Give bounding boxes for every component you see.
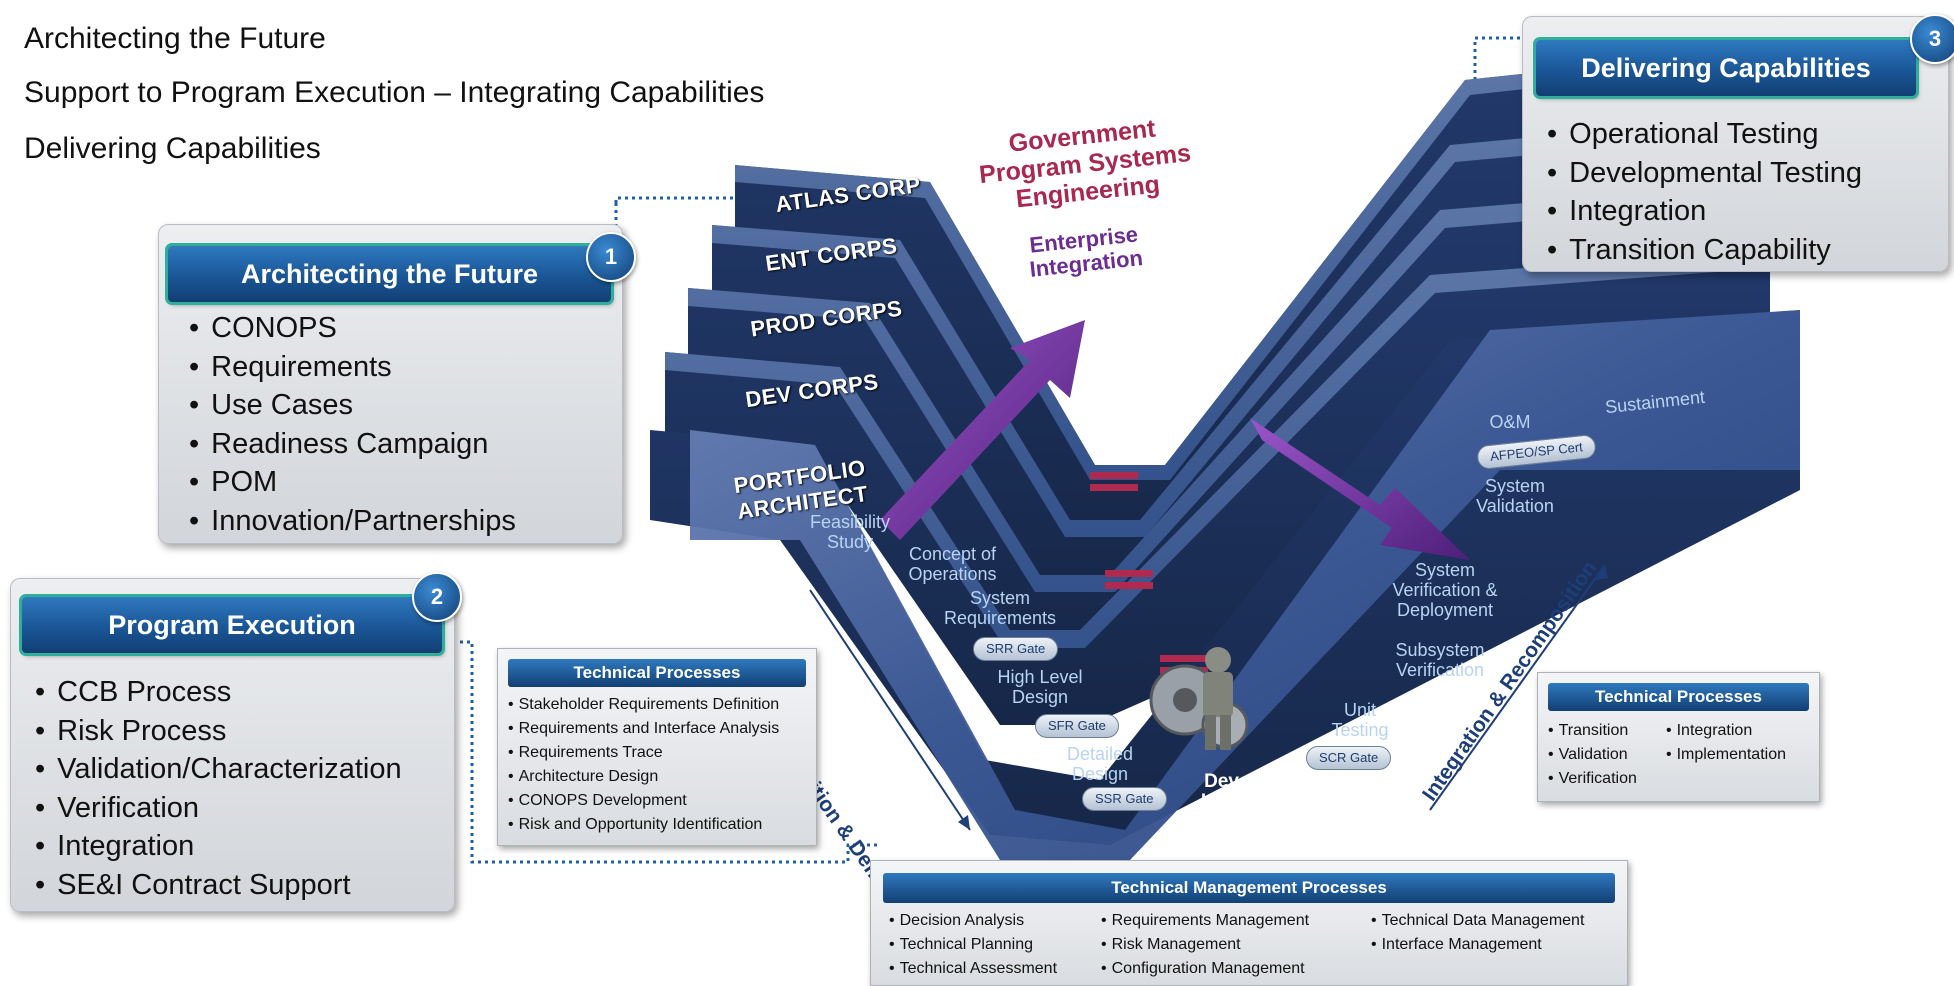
integration-axis-arrow <box>1429 564 1606 811</box>
technical-processes-left-title: Technical Processes <box>508 659 806 687</box>
intro-line-3: Delivering Capabilities <box>24 132 321 165</box>
list-item: SE&I Contract Support <box>35 866 402 905</box>
list-item: Architecture Design <box>508 765 779 789</box>
technical-management-col1: Decision Analysis Technical Planning Tec… <box>889 909 1057 981</box>
list-item: Readiness Campaign <box>189 425 516 464</box>
list-item: Integration <box>35 827 402 866</box>
list-item: Requirements Management <box>1101 909 1309 933</box>
badge-2: 2 <box>412 572 462 622</box>
list-item: Integration <box>1666 719 1786 743</box>
architecting-list: CONOPS Requirements Use Cases Readiness … <box>189 309 516 540</box>
stage-subsystem-verification: Subsystem Verification <box>1395 640 1485 680</box>
list-item: CONOPS Development <box>508 789 779 813</box>
technical-management-col3: Technical Data Management Interface Mana… <box>1371 909 1585 957</box>
soldier-icon <box>1203 647 1233 750</box>
delivering-list: Operational Testing Developmental Testin… <box>1547 115 1862 269</box>
list-item: CCB Process <box>35 673 402 712</box>
list-item: Risk Management <box>1101 933 1309 957</box>
list-item: Operational Testing <box>1547 115 1862 154</box>
list-item: Requirements and Interface Analysis <box>508 717 780 741</box>
list-item: Integration <box>1547 192 1862 231</box>
list-item: Validation/Characterization <box>35 750 401 789</box>
list-item: Risk Process <box>35 712 402 751</box>
technical-processes-right-title: Technical Processes <box>1548 683 1809 711</box>
badge-3: 3 <box>1910 14 1954 64</box>
intro-line-1: Architecting the Future <box>24 22 326 55</box>
stage-om: O&M <box>1489 412 1531 432</box>
technical-processes-right-col2: Integration Implementation <box>1666 719 1786 767</box>
intro-line-2: Support to Program Execution – Integrati… <box>24 76 765 109</box>
stage-system-verification: System Verification & Deployment <box>1392 560 1498 620</box>
gate-scr: SCR Gate <box>1306 746 1392 770</box>
delivering-header: Delivering Capabilities <box>1536 40 1916 96</box>
list-item: Innovation/Partnerships <box>189 502 516 541</box>
program-execution-header: Program Execution <box>22 597 442 653</box>
stage-developer-integration: Developer Integration <box>1200 771 1300 812</box>
integration-arrow <box>1250 418 1470 560</box>
technical-management-processes: Technical Management Processes Decision … <box>870 860 1628 986</box>
enterprise-arrow <box>880 320 1085 540</box>
list-item: Requirements <box>189 348 516 387</box>
technical-management-title: Technical Management Processes <box>883 873 1615 903</box>
list-item: Decision Analysis <box>889 909 1057 933</box>
technical-processes-left-list: Stakeholder Requirements Definition Requ… <box>508 693 780 837</box>
list-item: Transition <box>1548 719 1637 743</box>
list-item: Use Cases <box>189 386 516 425</box>
stage-system-requirements: System Requirements <box>943 588 1057 628</box>
badge-1: 1 <box>586 232 636 282</box>
architecting-header: Architecting the Future <box>168 246 611 302</box>
stage-conops: Concept of Operations <box>908 544 997 584</box>
list-item: Interface Management <box>1371 933 1584 957</box>
list-item: Technical Planning <box>889 933 1057 957</box>
list-item: Validation <box>1548 743 1637 767</box>
stage-unit-testing: Unit Testing <box>1331 700 1389 740</box>
stage-system-validation: System Validation <box>1476 476 1554 516</box>
stage-feasibility: Feasibility Study <box>809 512 891 552</box>
list-item: Verification <box>1548 767 1637 791</box>
list-item: Stakeholder Requirements Definition <box>508 693 780 717</box>
list-item: POM <box>189 463 516 502</box>
technical-processes-left: Technical Processes Stakeholder Requirem… <box>497 648 817 846</box>
list-item: Developmental Testing <box>1547 154 1862 193</box>
list-item: CONOPS <box>189 309 516 348</box>
technical-processes-right: Technical Processes Transition Validatio… <box>1537 672 1820 802</box>
list-item: Implementation <box>1666 743 1786 767</box>
stage-detailed-design: Detailed Design <box>1066 744 1134 784</box>
technical-management-col2: Requirements Management Risk Management … <box>1101 909 1309 981</box>
gate-ssr: SSR Gate <box>1082 787 1167 811</box>
program-execution-list: CCB Process Risk Process Validation/Char… <box>35 673 402 905</box>
gate-srr: SRR Gate <box>973 637 1059 661</box>
gate-sfr: SFR Gate <box>1035 714 1119 738</box>
list-item: Transition Capability <box>1547 231 1862 270</box>
list-item: Configuration Management <box>1101 957 1309 981</box>
decomposition-arrow <box>809 589 971 831</box>
list-item: Risk and Opportunity Identification <box>508 813 779 837</box>
technical-processes-right-col1: Transition Validation Verification <box>1548 719 1637 791</box>
list-item: Technical Assessment <box>889 957 1057 981</box>
stage-high-level-design: High Level Design <box>997 667 1083 707</box>
list-item: Technical Data Management <box>1371 909 1585 933</box>
list-item: Requirements Trace <box>508 741 779 765</box>
list-item: Verification <box>35 789 402 828</box>
